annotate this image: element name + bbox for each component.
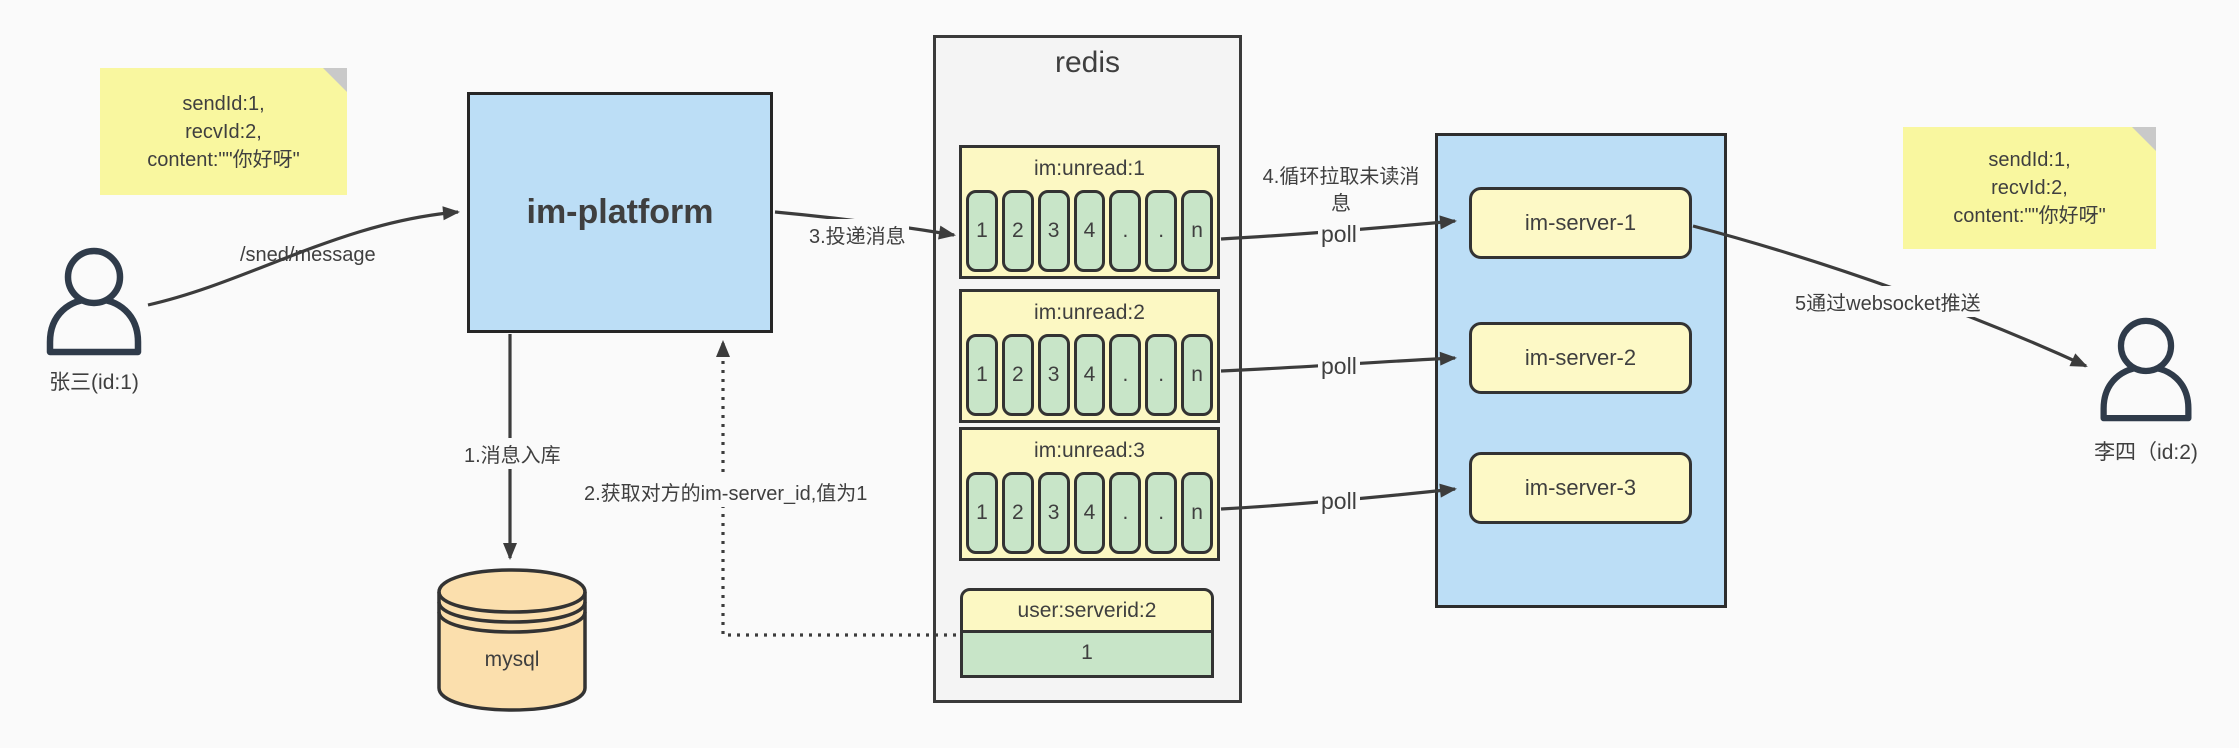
kv-value: 1: [960, 633, 1214, 678]
queue-cell: .: [1109, 472, 1142, 554]
cylinder-rim-2: [437, 601, 587, 624]
queue-header: im:unread:1: [1034, 157, 1145, 180]
edge-label-step1: 1.消息入库: [461, 438, 564, 469]
queue-cell: 3: [1037, 334, 1070, 416]
queue-cell: 1: [966, 190, 998, 272]
im-server-2-label: im-server-2: [1524, 345, 1637, 370]
sticky-note-receiver: sendId:1, recvId:2, content:""你好呀": [1903, 127, 2156, 249]
edge-label-step3: 3.投递消息: [806, 219, 909, 250]
kv-header: user:serverid:2: [960, 588, 1214, 633]
kv-user-serverid: user:serverid:2 1: [960, 588, 1214, 678]
edge-label-poll-2: poll: [1318, 352, 1360, 381]
user-head: [64, 247, 124, 307]
edge-label-poll-1: poll: [1318, 220, 1360, 249]
queue-cell: 2: [1001, 472, 1034, 554]
queue-im-unread-3: im:unread:3 1 2 3 4 . . n: [959, 427, 1220, 561]
edge-label-step4: 4.循环拉取未读消息: [1262, 166, 1420, 215]
queue-cell: 3: [1037, 472, 1070, 554]
queue-cell: 4: [1073, 190, 1106, 272]
edge-label-send-api: /sned/message: [240, 244, 376, 266]
queue-cell: .: [1145, 472, 1178, 554]
queue-header: im:unread:3: [1034, 439, 1145, 462]
cylinder-body: [437, 568, 587, 712]
im-platform-box: im-platform: [467, 92, 773, 333]
queue-cells: 1 2 3 4 . . n: [962, 190, 1217, 272]
mysql-cylinder-icon: [437, 568, 587, 712]
im-server-1-box: im-server-1: [1469, 187, 1692, 259]
note-line: content:""你好呀": [147, 148, 300, 171]
note-line: recvId:2,: [1991, 177, 2068, 199]
user-body: [2100, 363, 2192, 422]
queue-cell: 4: [1073, 334, 1106, 416]
queue-cell: .: [1145, 334, 1178, 416]
edge-label-step5: 5通过websocket推送: [1792, 286, 1984, 317]
user-head: [2117, 317, 2175, 375]
queue-header: im:unread:2: [1034, 301, 1145, 324]
queue-cell: 3: [1037, 190, 1070, 272]
im-server-3-box: im-server-3: [1469, 452, 1692, 524]
queue-cell: n: [1181, 472, 1214, 554]
note-line: content:""你好呀": [1953, 205, 2106, 227]
im-server-3-label: im-server-3: [1524, 475, 1637, 500]
user-sender-label: 张三(id:1): [49, 371, 139, 394]
im-platform-label: im-platform: [526, 193, 714, 231]
queue-im-unread-1: im:unread:1 1 2 3 4 . . n: [959, 145, 1220, 279]
user-body: [46, 295, 142, 356]
note-line: sendId:1,: [182, 92, 265, 115]
queue-cell: 4: [1073, 472, 1106, 554]
queue-cells: 1 2 3 4 . . n: [962, 472, 1217, 554]
queue-cell: 2: [1001, 334, 1034, 416]
queue-cell: n: [1181, 334, 1214, 416]
queue-cell: 1: [966, 472, 998, 554]
queue-im-unread-2: im:unread:2 1 2 3 4 . . n: [959, 289, 1220, 423]
cylinder-rim-3: [437, 611, 587, 634]
user-sender-icon: [46, 247, 142, 356]
edge-label-poll-3: poll: [1318, 487, 1360, 516]
edge-label-step2: 2.获取对方的im-server_id,值为1: [581, 476, 871, 507]
note-line: recvId:2,: [185, 120, 262, 143]
queue-cell: .: [1109, 190, 1142, 272]
queue-cell: .: [1109, 334, 1142, 416]
im-server-2-box: im-server-2: [1469, 322, 1692, 394]
queue-cells: 1 2 3 4 . . n: [962, 334, 1217, 416]
queue-cell: 2: [1001, 190, 1034, 272]
note-line: sendId:1,: [1988, 149, 2071, 171]
user-receiver-icon: [2100, 317, 2192, 422]
im-server-1-label: im-server-1: [1524, 210, 1637, 235]
redis-title: redis: [1054, 46, 1121, 79]
queue-cell: .: [1145, 190, 1178, 272]
user-receiver-label: 李四（id:2): [2094, 441, 2198, 464]
mysql-label: mysql: [484, 648, 540, 671]
queue-cell: 1: [966, 334, 998, 416]
cylinder-rim-1: [437, 591, 587, 614]
sticky-note-sender: sendId:1, recvId:2, content:""你好呀": [100, 68, 347, 195]
queue-cell: n: [1181, 190, 1214, 272]
